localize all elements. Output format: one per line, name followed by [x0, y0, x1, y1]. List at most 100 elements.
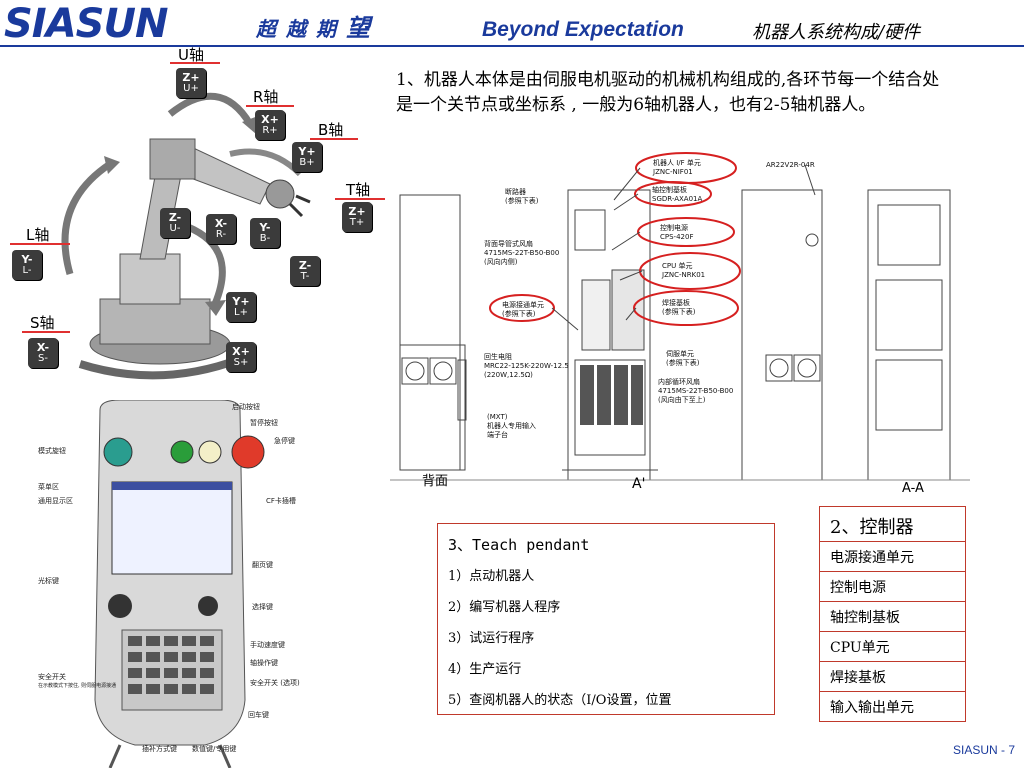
axis-key-label: 轴操作键 [250, 659, 278, 667]
key-sub-label: S- [38, 353, 48, 364]
key-x-minus-s-minus[interactable]: X-S- [28, 338, 58, 368]
l-axis-label: L轴 [26, 226, 50, 244]
slogan-char-3: 期 [316, 17, 346, 41]
key-main-label: Z+ [348, 205, 366, 218]
key-main-label: X- [214, 217, 228, 230]
t-axis-underline [335, 198, 385, 200]
controller-list: 2、控制器 电源接通单元 控制电源 轴控制基板 CPU单元 焊接基板 输入输出单… [819, 506, 966, 722]
t-axis-label: T轴 [346, 181, 371, 199]
page-key-label: 翻页键 [252, 561, 273, 569]
estop-button-label: 急停键 [274, 437, 295, 445]
cf-slot-label: CF卡插槽 [266, 497, 296, 505]
slogan-english: Beyond Expectation [482, 18, 684, 41]
controller-item: CPU单元 [819, 631, 966, 662]
key-main-label: Y- [21, 253, 33, 266]
breaker-note: (参照下表) [505, 197, 539, 205]
breaker-text: 断路器 [505, 188, 526, 196]
enter-key-label: 回车键 [248, 711, 269, 719]
controller-item: 焊接基板 [819, 661, 966, 692]
controller-item: 控制电源 [819, 571, 966, 602]
weld-board-label: 焊接基板(参照下表) [662, 299, 695, 317]
b-axis-underline [310, 138, 358, 140]
inner-fan-text: 内部循环风扇 [658, 378, 700, 386]
slogan-char-1: 超 [256, 17, 286, 41]
key-x-minus-r-minus[interactable]: X-R- [206, 214, 236, 244]
key-sub-label: B+ [299, 157, 315, 168]
key-z-minus-u-minus[interactable]: Z-U- [160, 208, 190, 238]
controller-item: 电源接通单元 [819, 541, 966, 572]
key-z-plus-u-plus[interactable]: Z+U+ [176, 68, 206, 98]
axis-board-model: SGDR-AXA01A [652, 195, 703, 203]
num-key-label: 数值键/专用键 [192, 745, 237, 753]
key-main-label: Z+ [182, 71, 200, 84]
key-x-plus-r-plus[interactable]: X+R+ [255, 110, 285, 140]
back-fan-text: 背面导管式风扇 [484, 240, 533, 248]
key-y-minus-l-minus[interactable]: Y-L- [12, 250, 42, 280]
slogan-char-4: 望 [346, 13, 380, 42]
key-sub-label: B- [259, 233, 271, 244]
teach-pendant-item: 5）查阅机器人的状态（I/O设置，位置 [448, 693, 672, 708]
teach-pendant-figure: 模式旋钮 启动按钮 暂停按钮 急停键 菜单区 通用显示区 CF卡插槽 光标键 翻… [30, 400, 330, 768]
key-sub-label: U+ [183, 83, 199, 94]
a-prime-label: A' [632, 476, 646, 492]
mxt-desc1: 机器人专用输入 [487, 422, 536, 430]
teach-pendant-item: 4）生产运行 [448, 662, 522, 677]
slogan-chinese: 超越期望 [256, 13, 380, 42]
key-x-plus-s-plus[interactable]: X+S+ [226, 342, 256, 372]
key-y-plus-b-plus[interactable]: Y+B+ [292, 142, 322, 172]
robot-arm-illustration [61, 92, 311, 380]
r-axis-underline [246, 105, 294, 107]
back-fan-dir: (风向内侧) [484, 258, 518, 266]
weld-board-text: 焊接基板 [662, 299, 690, 307]
controller-cabinet-illustration [390, 152, 970, 481]
b-axis-label: B轴 [318, 121, 344, 139]
mxt-label: (MXT)机器人专用输入端子台 [487, 413, 536, 440]
teach-pendant-title: 3、Teach pendant [448, 536, 590, 554]
key-y-minus-b-minus[interactable]: Y-B- [250, 218, 280, 248]
weld-board-note: (参照下表) [662, 308, 696, 316]
inner-fan-dir: (风向由下至上) [658, 396, 706, 404]
key-z-minus-t-minus[interactable]: Z-T- [290, 256, 320, 286]
menu-area-label: 菜单区 [38, 483, 59, 491]
robot-if-model: JZNC-NIF01 [653, 168, 693, 176]
teach-pendant-item: 2）编写机器人程序 [448, 600, 561, 615]
key-main-label: Z- [168, 211, 182, 224]
mode-knob-label: 模式旋钮 [38, 447, 66, 455]
intro-paragraph: 1、机器人本体是由伺服电机驱动的机械机构组成的,各环节每一个结合处是一个关节点或… [396, 70, 940, 115]
key-y-plus-l-plus[interactable]: Y+L+ [226, 292, 256, 322]
teach-pendant-item: 1）点动机器人 [448, 569, 535, 584]
key-main-label: X+ [232, 345, 250, 358]
select-key-label: 选择键 [252, 603, 273, 611]
safety-switch-option-label: 安全开关 (选项) [250, 679, 300, 687]
r-axis-label: R轴 [253, 88, 279, 106]
u-axis-label: U轴 [178, 46, 204, 64]
mxt-desc2: 端子台 [487, 431, 508, 439]
controller-title: 2、控制器 [819, 506, 966, 542]
key-sub-label: T- [300, 271, 310, 282]
s-axis-underline [22, 331, 70, 333]
key-main-label: X- [36, 341, 50, 354]
key-main-label: Y+ [298, 145, 316, 158]
power-unit-label: 电源接通单元(参照下表) [502, 301, 544, 319]
aa-view-label: A-A [902, 481, 924, 496]
hold-button-label: 暂停按钮 [250, 419, 278, 427]
key-sub-label: U- [169, 223, 181, 234]
power-unit-text: 电源接通单元 [502, 301, 544, 309]
manual-speed-label: 手动速度键 [250, 641, 285, 649]
interp-key-label: 插补方式键 [142, 745, 177, 753]
display-area-label: 通用显示区 [38, 497, 73, 505]
key-sub-label: L- [22, 265, 32, 276]
header-divider [0, 45, 1024, 47]
axis-board-text: 轴控制基板 [652, 186, 687, 194]
key-main-label: X+ [261, 113, 279, 126]
back-view-label: 背面 [422, 474, 449, 489]
switch-model-label: AR22V2R-04R [766, 161, 815, 169]
key-z-plus-t-plus[interactable]: Z+T+ [342, 202, 372, 232]
start-button-label: 启动按钮 [232, 403, 260, 411]
cursor-key-label: 光标键 [38, 577, 59, 585]
regen-text: 回生电阻 [484, 353, 512, 361]
